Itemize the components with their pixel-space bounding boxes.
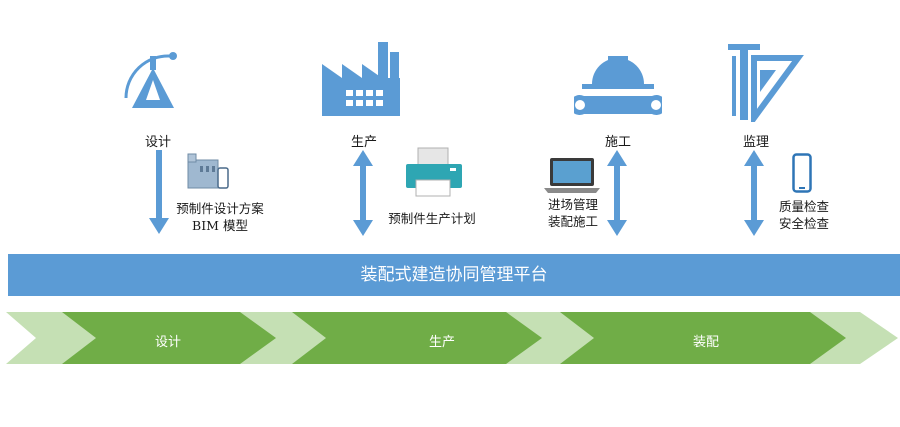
- construction-description: 进场管理 装配施工: [540, 196, 606, 230]
- platform-bar: 装配式建造协同管理平台: [8, 254, 900, 296]
- printer-icon: [406, 147, 462, 197]
- platform-title: 装配式建造协同管理平台: [360, 265, 548, 285]
- role-label-design: 设计: [144, 135, 171, 150]
- stage-chevron-assembly: [560, 312, 846, 364]
- design-desc-line-2: BIM 模型: [192, 218, 248, 233]
- laptop-icon: [544, 158, 600, 193]
- stage-label-production: 生产: [428, 335, 455, 350]
- supervision-description: 质量检查 安全检查: [774, 198, 834, 232]
- supervision-ruler-icon: [728, 44, 804, 122]
- role-label-supervision: 监理: [742, 135, 769, 150]
- supervision-double-arrow: [744, 150, 764, 236]
- production-description: 预制件生产计划: [382, 210, 482, 227]
- role-label-production: 生产: [350, 135, 377, 150]
- design-down-arrow: [149, 150, 169, 234]
- construction-desc-line-1: 进场管理: [547, 197, 598, 212]
- construction-helmet-icon: [574, 56, 662, 115]
- phone-icon: [792, 153, 812, 193]
- supervision-desc-line-2: 安全检查: [778, 216, 829, 231]
- construction-desc-line-2: 装配施工: [547, 214, 598, 229]
- design-description: 预制件设计方案 BIM 模型: [172, 200, 268, 234]
- stage-chevron-production: [292, 312, 542, 364]
- construction-double-arrow: [607, 150, 627, 236]
- production-desc-line-1: 预制件生产计划: [388, 211, 476, 226]
- stage-chevron-design: [62, 312, 276, 364]
- design-compass-icon: [124, 52, 177, 108]
- role-label-construction: 施工: [604, 135, 631, 150]
- process-chevrons: [6, 312, 898, 364]
- design-desc-line-1: 预制件设计方案: [176, 201, 264, 216]
- factory-icon: [322, 42, 400, 116]
- stage-label-assembly: 装配: [692, 335, 719, 350]
- supervision-desc-line-1: 质量检查: [778, 199, 829, 214]
- stage-label-design: 设计: [154, 335, 181, 350]
- bim-model-icon: [187, 153, 229, 189]
- production-double-arrow: [353, 150, 373, 236]
